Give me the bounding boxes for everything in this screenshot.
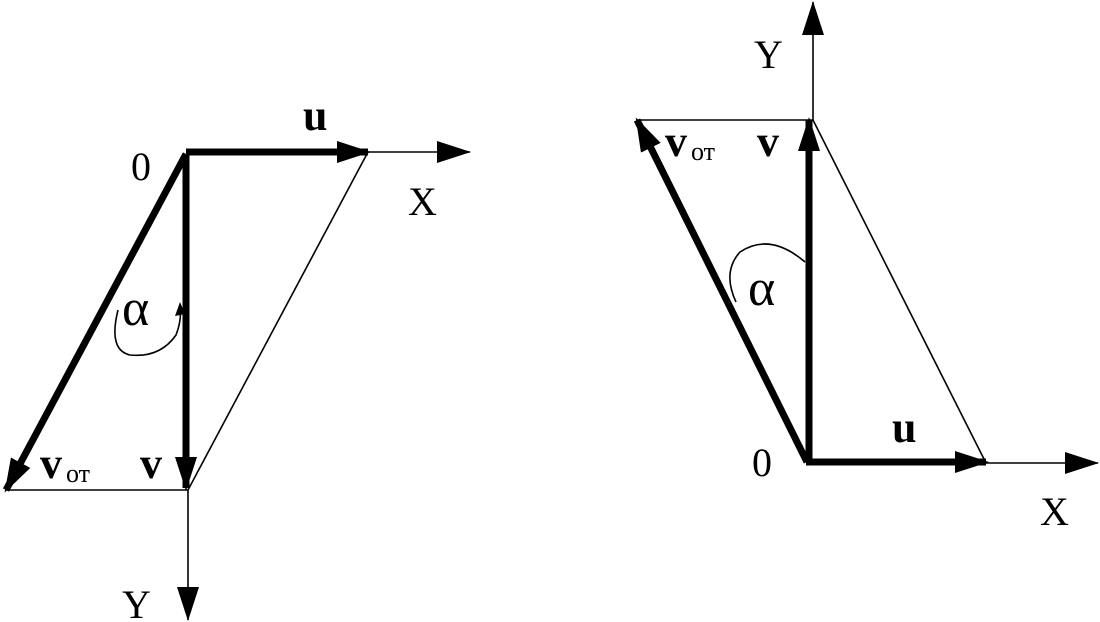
left-vector-vot-subscript: от: [66, 459, 90, 488]
right-vector-vot: [633, 117, 811, 464]
left-vector-vot-main: v: [40, 439, 62, 488]
left-vector-u-label: u: [303, 91, 327, 140]
right-y-axis-label: Y: [754, 32, 783, 77]
left-vector-vot-label: v от: [40, 439, 90, 488]
left-origin-label: 0: [131, 144, 151, 189]
right-vector-vot-subscript: от: [691, 137, 715, 166]
left-y-axis-label: Y: [122, 582, 151, 622]
right-vector-u-label: u: [892, 403, 916, 452]
right-vector-vot-label: v от: [665, 117, 715, 166]
right-parallelogram-side: [812, 119, 987, 464]
right-angle-label: α: [748, 260, 775, 317]
right-angle-arc: [729, 243, 806, 303]
left-angle-arc-arrowhead: [175, 302, 185, 316]
left-parallelogram-side: [187, 151, 369, 491]
right-vector-vot-main: v: [665, 117, 687, 166]
left-vector-vot: [2, 152, 190, 493]
left-x-axis-label: X: [408, 179, 437, 224]
right-vector-v-label: v: [757, 117, 779, 166]
right-x-axis-label: X: [1040, 489, 1069, 534]
left-angle-label: α: [122, 280, 149, 337]
left-diagram: 0 X Y u v α v от: [2, 91, 471, 622]
right-origin-label: 0: [752, 440, 772, 485]
left-vector-v-label: v: [140, 439, 162, 488]
left-angle-arc: [114, 304, 182, 357]
right-diagram: 0 X Y u v α v от: [633, 1, 1099, 534]
